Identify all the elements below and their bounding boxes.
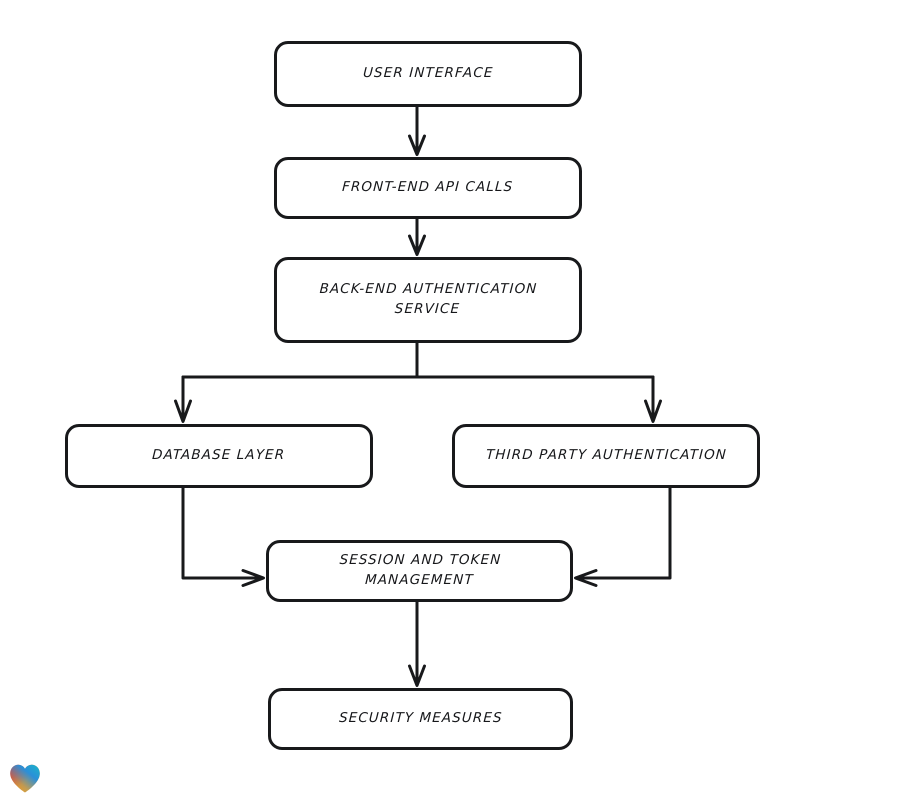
node-backend-authentication-service-label: BACK-END AUTHENTICATION SERVICE — [319, 281, 538, 317]
edge-frontend-api-to-backend-auth — [408, 217, 426, 256]
node-user-interface[interactable]: USER INTERFACE — [274, 41, 582, 107]
node-session-and-token-management-label: SESSION AND TOKEN MANAGEMENT — [338, 552, 502, 588]
node-security-measures[interactable]: SECURITY MEASURES — [268, 688, 573, 750]
node-frontend-api-calls[interactable]: FRONT-END API CALLS — [274, 157, 582, 219]
node-backend-authentication-service[interactable]: BACK-END AUTHENTICATION SERVICE — [274, 257, 582, 343]
node-database-layer[interactable]: DATABASE LAYER — [65, 424, 373, 488]
edge-user-interface-to-frontend-api — [408, 105, 426, 156]
edge-database-layer-to-session-token — [181, 486, 265, 587]
node-security-measures-label: SECURITY MEASURES — [338, 710, 503, 727]
node-session-and-token-management[interactable]: SESSION AND TOKEN MANAGEMENT — [266, 540, 573, 602]
heart-icon — [10, 764, 40, 793]
node-frontend-api-calls-label: FRONT-END API CALLS — [342, 179, 515, 196]
edge-backend-auth-to-database-layer — [174, 375, 192, 423]
edge-third-party-auth-to-session-token — [574, 486, 672, 587]
node-user-interface-label: USER INTERFACE — [362, 65, 494, 82]
node-database-layer-label: DATABASE LAYER — [152, 447, 287, 464]
node-third-party-authentication-label: THIRD PARTY AUTHENTICATION — [485, 447, 727, 464]
edge-session-token-to-security — [408, 600, 426, 687]
edge-backend-auth-split-bar — [181, 341, 655, 379]
edge-backend-auth-to-third-party-auth — [644, 375, 662, 423]
node-third-party-authentication[interactable]: THIRD PARTY AUTHENTICATION — [452, 424, 760, 488]
